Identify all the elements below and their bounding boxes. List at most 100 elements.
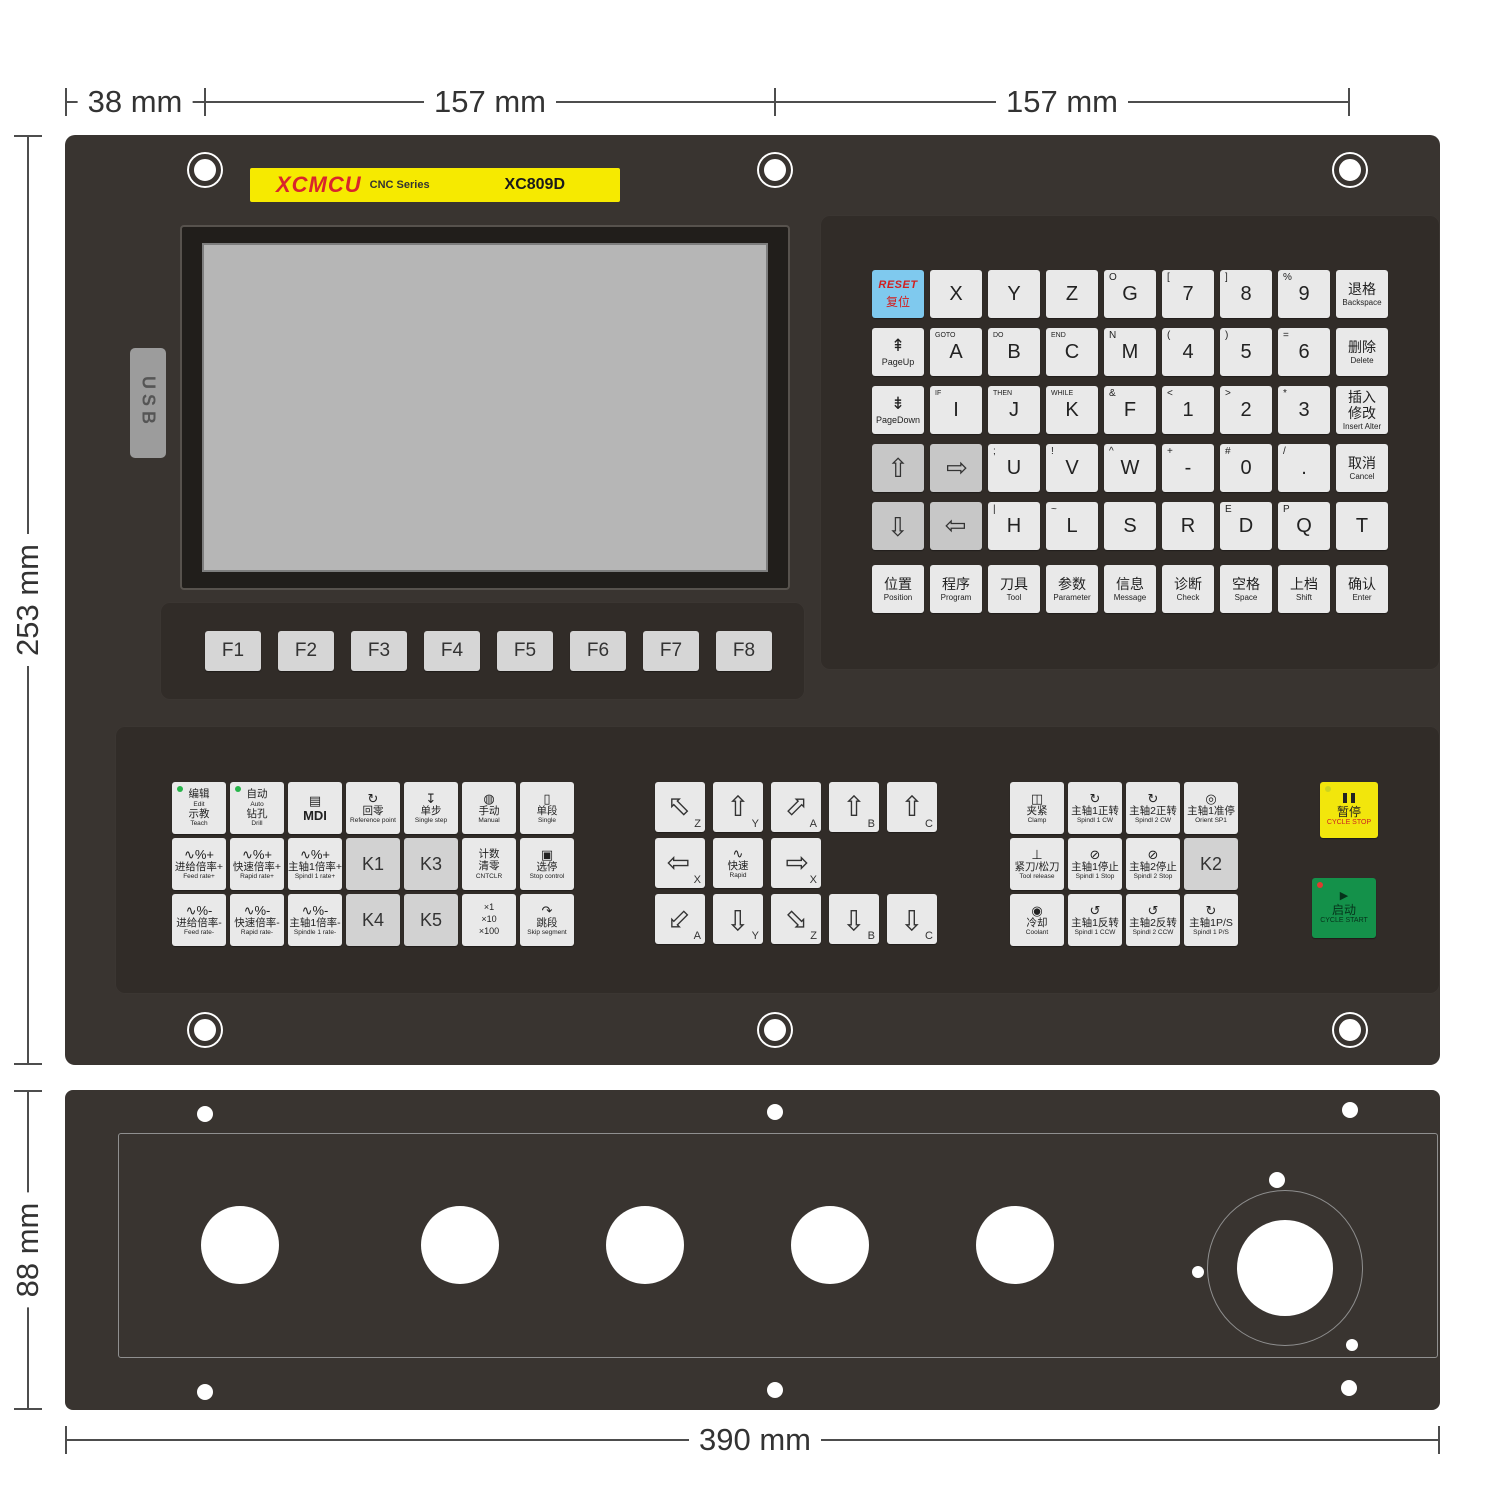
key-l[interactable]: ~L (1046, 502, 1098, 550)
fkey-f6[interactable]: F6 (570, 631, 626, 671)
key-jog-y-up[interactable]: ⇧Y (713, 782, 763, 832)
key-9[interactable]: %9 (1278, 270, 1330, 318)
key-jog-y-down[interactable]: ⇧Y (713, 894, 763, 944)
key-s[interactable]: S (1104, 502, 1156, 550)
key-jog-z-up-left[interactable]: ⇧Z (655, 782, 705, 832)
key-2[interactable]: >2 (1220, 386, 1272, 434)
key-t[interactable]: T (1336, 502, 1388, 550)
key-arrow-up[interactable]: ⇧ (872, 444, 924, 492)
key-h[interactable]: |H (988, 502, 1040, 550)
key-jog-x-left[interactable]: ⇧X (655, 838, 705, 888)
key-rapid-rate[interactable]: ∿%+快速倍率+Rapid rate+ (230, 838, 284, 890)
key-feed-rate[interactable]: ∿%+进给倍率+Feed rate+ (172, 838, 226, 890)
key-k4[interactable]: K4 (346, 894, 400, 946)
key-spindl-1-rate[interactable]: ∿%+主轴1倍率+Spindl 1 rate+ (288, 838, 342, 890)
key-1[interactable]: <1 (1162, 386, 1214, 434)
key-rapid-rate[interactable]: ∿%-快速倍率-Rapid rate- (230, 894, 284, 946)
key-pagedown[interactable]: ⇟PageDown (872, 386, 924, 434)
key-pageup[interactable]: ⇞PageUp (872, 328, 924, 376)
key-z[interactable]: Z (1046, 270, 1098, 318)
key-7[interactable]: [7 (1162, 270, 1214, 318)
cycle-stop-button[interactable]: 暂停 CYCLE STOP (1320, 782, 1378, 838)
key-v[interactable]: !V (1046, 444, 1098, 492)
key-mdi[interactable]: ▤MDI (288, 782, 342, 834)
key-jog-c-up[interactable]: ⇧C (887, 782, 937, 832)
key-k2[interactable]: K2 (1184, 838, 1238, 890)
key-f[interactable]: &F (1104, 386, 1156, 434)
key-jog-x-right[interactable]: ⇧X (771, 838, 821, 888)
fkey-f4[interactable]: F4 (424, 631, 480, 671)
key-4[interactable]: (4 (1162, 328, 1214, 376)
fkey-f1[interactable]: F1 (205, 631, 261, 671)
cycle-start-button[interactable]: ▶ 启动 CYCLE START (1312, 878, 1376, 938)
key-jog-b-down[interactable]: ⇧B (829, 894, 879, 944)
key-3[interactable]: *3 (1278, 386, 1330, 434)
fkey-f8[interactable]: F8 (716, 631, 772, 671)
key-r[interactable]: R (1162, 502, 1214, 550)
key-k3[interactable]: K3 (404, 838, 458, 890)
key-spindle-1-rate[interactable]: ∿%-主轴1倍率-Spindle 1 rate- (288, 894, 342, 946)
fkey-f3[interactable]: F3 (351, 631, 407, 671)
fkey-f7[interactable]: F7 (643, 631, 699, 671)
key-feed-rate[interactable]: ∿%-进给倍率-Feed rate- (172, 894, 226, 946)
key-x[interactable]: X (930, 270, 982, 318)
key-5[interactable]: )5 (1220, 328, 1272, 376)
fkey-f5[interactable]: F5 (497, 631, 553, 671)
key-0[interactable]: #0 (1220, 444, 1272, 492)
key-w[interactable]: ^W (1104, 444, 1156, 492)
key-arrow-left[interactable]: ⇧ (930, 502, 982, 550)
key-k1[interactable]: K1 (346, 838, 400, 890)
key-u[interactable]: ;U (988, 444, 1040, 492)
key-8[interactable]: ]8 (1220, 270, 1272, 318)
fkey-f2[interactable]: F2 (278, 631, 334, 671)
key-y[interactable]: Y (988, 270, 1040, 318)
key-jog-z-down-right[interactable]: ⇧Z (771, 894, 821, 944)
key-arrow-down[interactable]: ⇧ (872, 502, 924, 550)
key-arrow-right[interactable]: ⇧ (930, 444, 982, 492)
key-1-10-100[interactable]: ×1×10×100 (462, 894, 516, 946)
key-jog-b-up[interactable]: ⇧B (829, 782, 879, 832)
key-6[interactable]: =6 (1278, 328, 1330, 376)
key-k5[interactable]: K5 (404, 894, 458, 946)
key-jog-a-up-right[interactable]: ⇧A (771, 782, 821, 832)
key-jog-a-down-left[interactable]: ⇧A (655, 894, 705, 944)
